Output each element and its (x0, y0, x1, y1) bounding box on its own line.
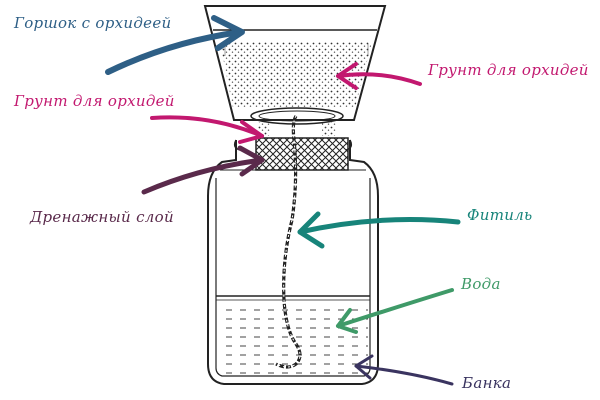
arrow-pot (105, 15, 245, 75)
label-substrate-left: Грунт для орхидей (14, 92, 175, 110)
arrow-wick (297, 211, 461, 249)
arrow-substrate-left (150, 115, 264, 144)
label-wick: Фитиль (467, 206, 533, 224)
pot-substrate (220, 42, 372, 108)
label-substrate-right: Грунт для орхидей (428, 61, 589, 79)
label-water: Вода (461, 275, 501, 293)
label-drainage: Дренажный слой (30, 208, 174, 226)
arrow-water (336, 288, 454, 334)
water (216, 295, 370, 374)
wick (275, 115, 302, 369)
drainage-layer (255, 137, 349, 171)
neck-substrate (250, 107, 344, 136)
pot (203, 5, 387, 121)
jar (207, 139, 379, 385)
arrow-drainage (141, 145, 265, 195)
label-pot: Горшок с орхидеей (14, 14, 172, 32)
arrow-substrate-right (336, 62, 422, 90)
label-jar: Банка (462, 374, 512, 392)
arrow-jar (354, 354, 454, 386)
